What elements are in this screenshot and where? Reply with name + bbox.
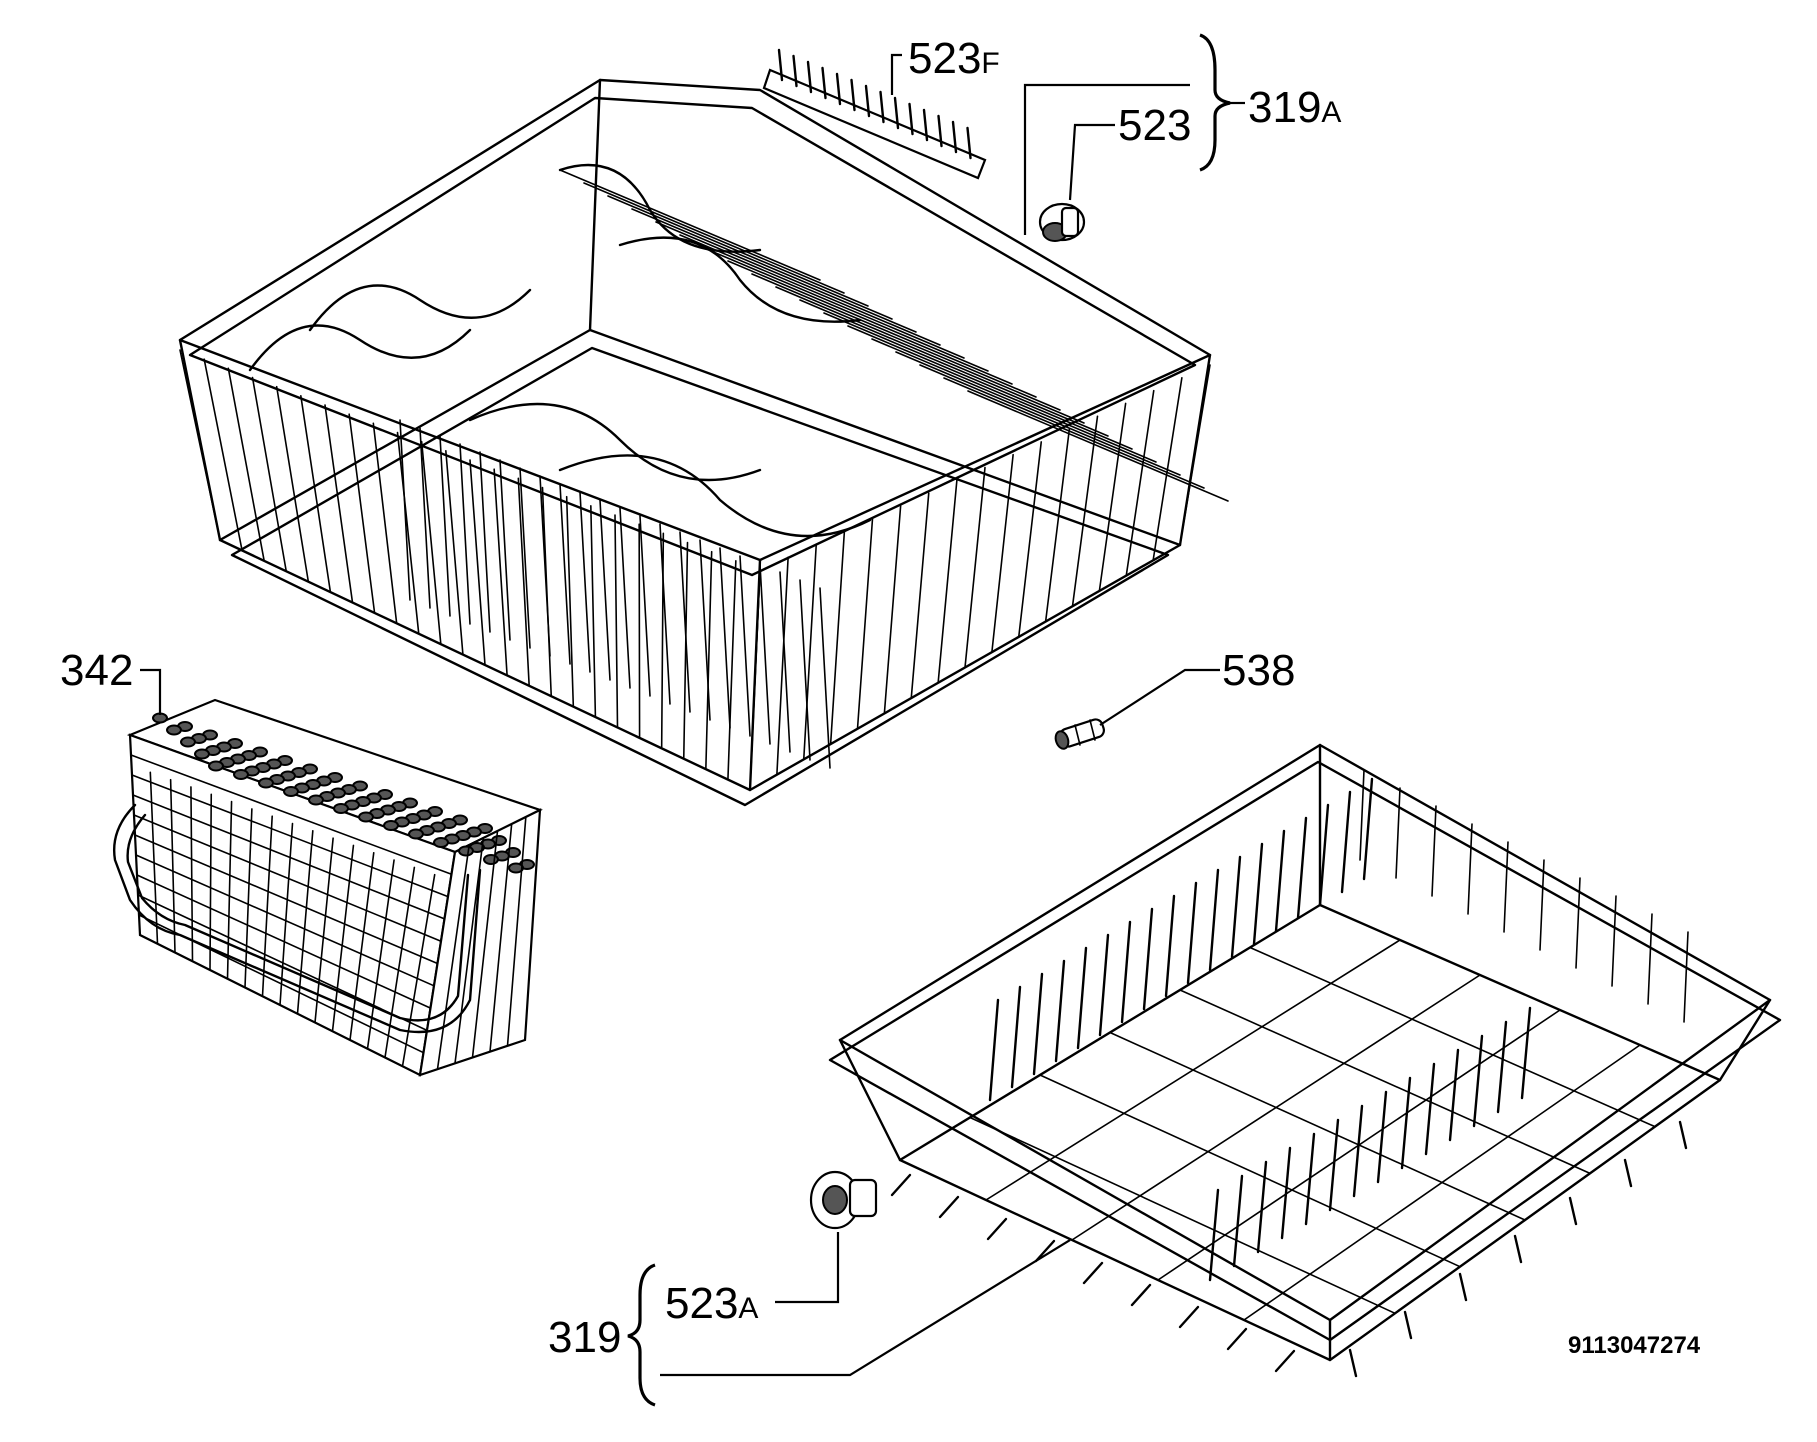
brace-319a (1199, 33, 1245, 172)
label-523a: 523A (665, 1279, 758, 1328)
label-342: 342 (60, 646, 133, 695)
label-523f: 523F (908, 34, 1000, 83)
cutlery-basket (113, 698, 543, 1077)
label-538: 538 (1222, 646, 1295, 695)
label-319a: 319A (1248, 83, 1341, 132)
brace-319 (627, 1263, 656, 1407)
upper-basket (178, 78, 1229, 807)
label-523: 523 (1118, 101, 1191, 150)
label-319: 319 (548, 1313, 621, 1362)
spray-nozzle-part (1054, 718, 1105, 750)
lower-basket (828, 743, 1782, 1378)
cup-rack-part (762, 48, 987, 180)
upper-wheel-part (1038, 202, 1086, 242)
drawing-code: 9113047274 (1568, 1332, 1701, 1359)
lower-wheel-part (809, 1170, 878, 1230)
leader-lines (140, 53, 1220, 1377)
